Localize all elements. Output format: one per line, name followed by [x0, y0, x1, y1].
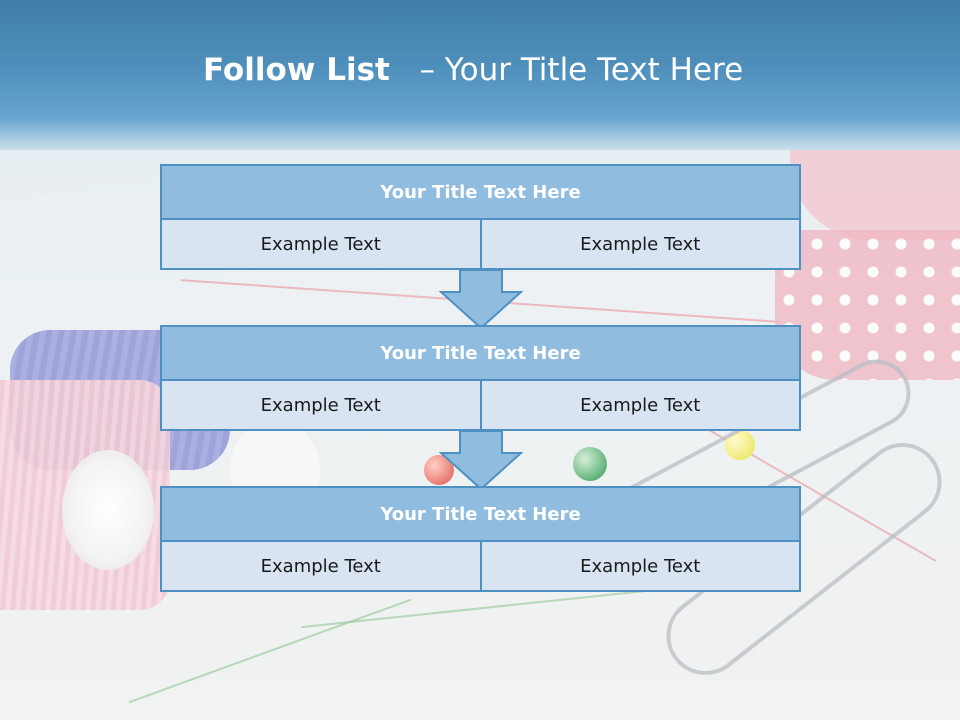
title-bold: Follow List [203, 52, 390, 88]
step-text-right: Example Text [481, 542, 801, 592]
ribbon-roll [790, 150, 960, 240]
pattern-line [128, 598, 412, 704]
green-pin [573, 447, 607, 481]
step-text-left: Example Text [160, 381, 482, 431]
step-title: Your Title Text Here [160, 486, 801, 542]
step-title: Your Title Text Here [160, 164, 801, 220]
step-block-3: Your Title Text Here Example Text Exampl… [160, 486, 801, 592]
step-block-2: Your Title Text Here Example Text Exampl… [160, 325, 801, 431]
polka-dot-ribbon [775, 230, 960, 380]
spool-hole [62, 450, 154, 570]
down-arrow-icon [439, 431, 523, 491]
yellow-pin [725, 430, 755, 460]
step-text-left: Example Text [160, 220, 482, 270]
header-band [0, 0, 960, 150]
step-text-left: Example Text [160, 542, 482, 592]
step-text-right: Example Text [481, 381, 801, 431]
title-rest: – Your Title Text Here [419, 52, 744, 88]
step-block-1: Your Title Text Here Example Text Exampl… [160, 164, 801, 270]
step-text-right: Example Text [481, 220, 801, 270]
step-title: Your Title Text Here [160, 325, 801, 381]
down-arrow-icon [439, 270, 523, 330]
